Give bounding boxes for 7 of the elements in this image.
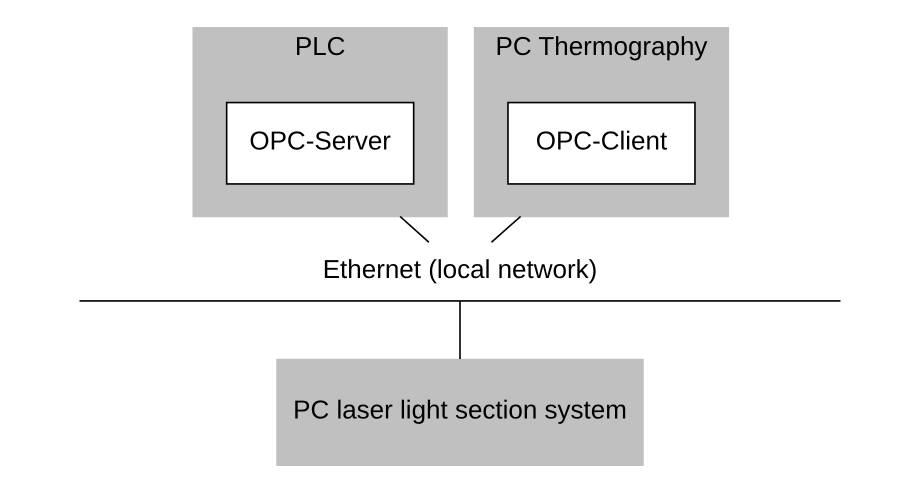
node-box: OPC-Client — [507, 102, 696, 185]
node-text: Ethernet (local network) — [322, 254, 598, 284]
connector — [490, 216, 522, 243]
connector — [459, 301, 461, 360]
node-box: PC laser light section system — [276, 358, 644, 466]
node-box: OPC-Server — [226, 102, 414, 185]
connector — [400, 216, 430, 243]
